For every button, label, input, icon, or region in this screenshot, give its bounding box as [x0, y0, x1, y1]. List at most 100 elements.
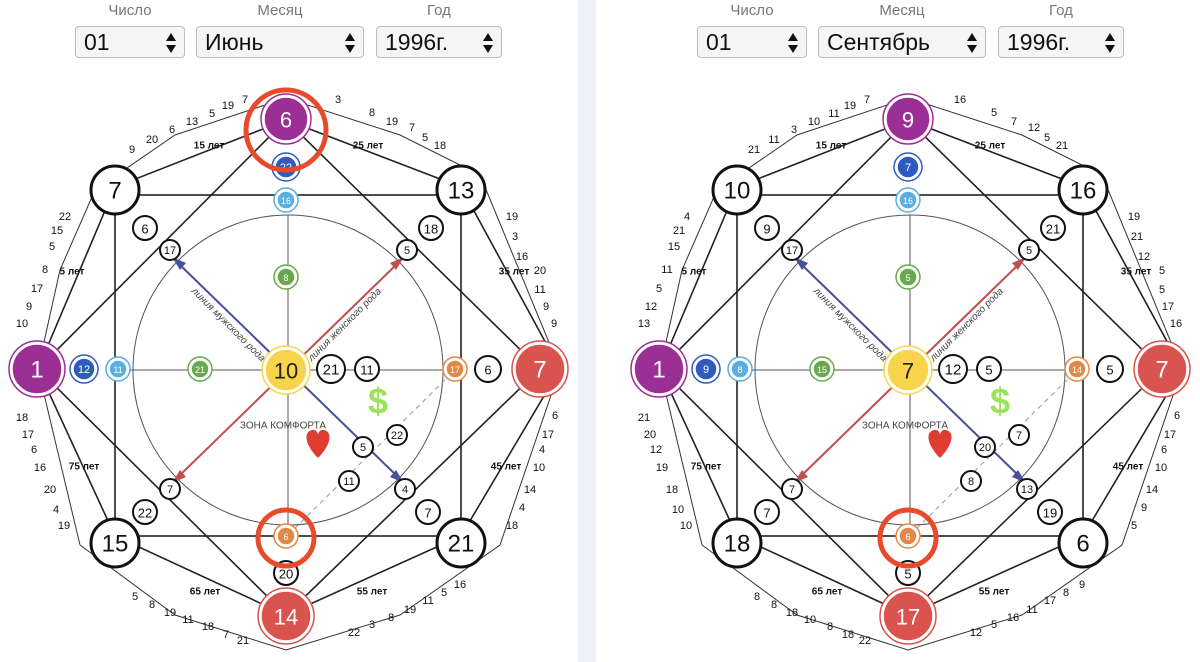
inner-left-2-label: 12	[78, 364, 90, 376]
comfort-num-3: 8	[960, 470, 982, 492]
inner-left-2: 9	[691, 354, 721, 384]
inner-left-4-circle	[190, 359, 210, 379]
age-label-35: 35 лет	[499, 267, 530, 278]
age-top-0: 21	[748, 144, 760, 156]
square-top-right: 18	[418, 215, 444, 241]
square-top-left-circle	[754, 215, 780, 241]
center-right-1: 12	[938, 354, 968, 384]
diag-bottom-left: 7	[781, 478, 803, 500]
square-top-left-label: 6	[141, 222, 148, 237]
age-left-6: 10	[16, 318, 28, 330]
corner-right: 7	[1133, 340, 1191, 398]
age-label-25: 25 лет	[353, 141, 384, 152]
age-lower-right-1: 17	[1164, 429, 1176, 441]
day-select[interactable]: 01	[697, 26, 807, 58]
age-right-1: 21	[1131, 231, 1143, 243]
inner-top-2-circle	[896, 155, 920, 179]
inner-bottom-2-label: 5	[904, 567, 911, 582]
updown-arrows-icon	[967, 32, 977, 54]
highlight-ring-top	[243, 87, 329, 173]
corner-bottom-left: 18	[711, 517, 763, 569]
square-bottom-left-circle	[132, 499, 158, 525]
square-bottom-left: 22	[132, 499, 158, 525]
corner-bottom: 14	[257, 587, 315, 645]
age-top-7: 16	[954, 94, 966, 106]
dollar-icon: $	[990, 381, 1010, 422]
square-bottom-right: 19	[1037, 499, 1063, 525]
heart-icon	[306, 429, 330, 458]
age-lower-left-3: 16	[34, 462, 46, 474]
corner-left: 1	[630, 340, 688, 398]
inner-left-3-label: 8	[737, 365, 742, 375]
inner-left-3: 11	[105, 356, 131, 382]
age-bottom-8: 3	[369, 619, 375, 631]
inner-top-3-circle	[898, 190, 918, 210]
corner-top-left-circle	[711, 164, 763, 216]
inner-left-4: 15	[809, 356, 835, 382]
corner-left-circle	[633, 343, 685, 395]
inner-top-2: 7	[893, 152, 923, 182]
highlight-ring-bottom	[255, 507, 317, 569]
age-right-3: 5	[1159, 265, 1165, 277]
inner-bottom-2-label: 20	[279, 567, 293, 582]
diag-bottom-right-label: 13	[1021, 484, 1033, 496]
inner-top-4-label: 8	[283, 273, 288, 283]
age-lower-left-6: 19	[58, 520, 70, 532]
age-right-5: 17	[1162, 301, 1174, 313]
age-bottom-4: 18	[202, 621, 214, 633]
month-select[interactable]: Сентябрь	[818, 26, 986, 58]
age-bottom-3: 10	[804, 614, 816, 626]
age-top-8: 8	[369, 107, 375, 119]
updown-arrows-icon	[345, 32, 355, 54]
day-select[interactable]: 01	[75, 26, 185, 58]
age-top-9: 7	[1011, 116, 1017, 128]
center-right-1-label: 21	[323, 362, 340, 379]
inner-bottom-3-circle	[898, 526, 918, 546]
age-label-55: 55 лет	[357, 587, 388, 598]
inner-top-4-circle	[898, 267, 918, 287]
comfort-num-1-label: 20	[979, 442, 991, 454]
corner-top-left-label: 7	[108, 178, 121, 205]
inner-left-3-label: 11	[113, 365, 122, 375]
age-label-5: 5 лет	[682, 267, 707, 278]
age-left-1: 21	[673, 225, 685, 237]
age-label-55: 55 лет	[979, 587, 1010, 598]
center-right-1-label: 12	[945, 362, 962, 379]
corner-top-right-label: 13	[448, 178, 475, 205]
inner-left-3-circle	[730, 359, 750, 379]
age-bottom-2: 18	[786, 607, 798, 619]
corner-bottom-right-label: 21	[448, 531, 475, 558]
diag-top-right: 5	[396, 239, 418, 261]
inner-bottom-3: 6	[895, 523, 921, 549]
age-top-5: 19	[844, 100, 856, 112]
corner-left-label: 1	[30, 357, 43, 384]
year-select[interactable]: 1996г.	[998, 26, 1124, 58]
square-bottom-right-circle	[1037, 499, 1063, 525]
month-select[interactable]: Июнь	[196, 26, 364, 58]
corner-top-circle	[263, 96, 309, 142]
inner-right-3: 14	[1064, 356, 1090, 382]
inner-top-2: 22	[271, 152, 301, 182]
comfort-num-2-circle	[386, 424, 408, 446]
inner-top-3: 16	[895, 187, 921, 213]
year-select[interactable]: 1996г.	[376, 26, 502, 58]
age-bottom-5: 7	[223, 629, 229, 641]
square-top-left-circle	[132, 215, 158, 241]
age-bottom-13: 16	[454, 579, 466, 591]
age-top-12: 18	[434, 140, 446, 152]
age-right-2: 16	[516, 251, 528, 263]
lower-right-arrow	[287, 369, 399, 478]
diag-bottom-right-label: 4	[402, 484, 408, 496]
age-lower-left-4: 20	[44, 484, 56, 496]
square-bottom-right-label: 19	[1043, 506, 1057, 521]
age-top-1: 11	[768, 134, 779, 146]
age-lower-right-1: 17	[542, 429, 554, 441]
age-left-3: 8	[42, 264, 48, 276]
age-top-10: 12	[1028, 122, 1040, 134]
diag-bottom-right-circle	[1016, 478, 1038, 500]
age-lower-left-6: 10	[680, 520, 692, 532]
inner-right-2: 5	[1096, 355, 1124, 383]
diag-bottom-left-label: 7	[167, 484, 173, 496]
age-lower-left-1: 17	[22, 429, 34, 441]
